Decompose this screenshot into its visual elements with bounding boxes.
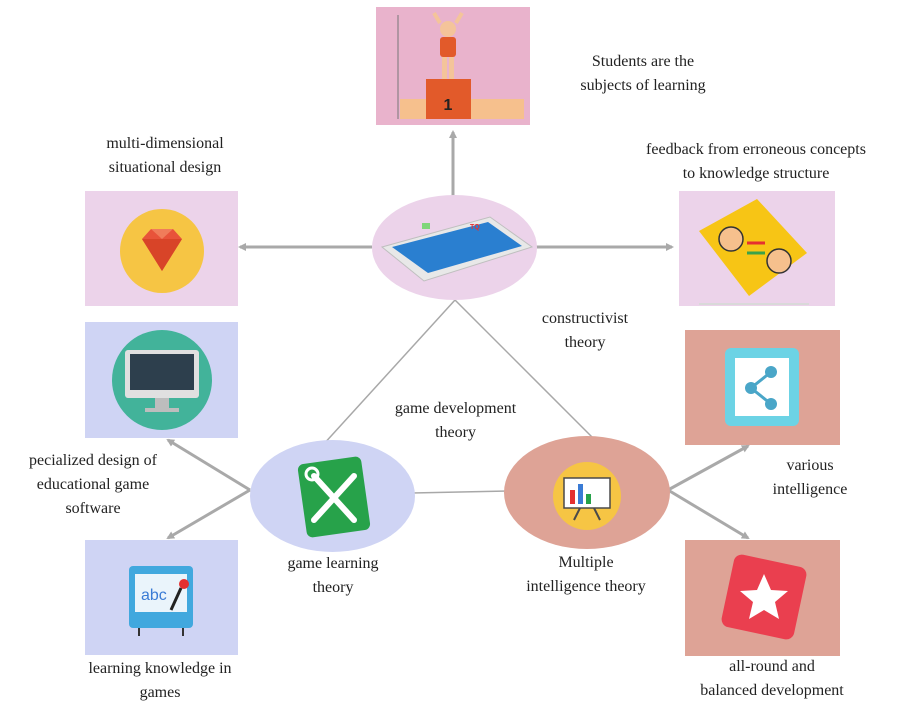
arrow-to-right-mid bbox=[667, 444, 750, 492]
edge-label-game-development: game development theory bbox=[394, 400, 517, 441]
edge-game-development bbox=[321, 299, 456, 447]
node-right-mid bbox=[685, 330, 840, 445]
arrow-to-left-bottom bbox=[166, 488, 251, 540]
exchange-icon bbox=[699, 199, 809, 305]
label-right-top: feedback from erroneous concepts to know… bbox=[646, 141, 866, 182]
node-right-bottom bbox=[685, 540, 840, 656]
edge-constructivist bbox=[454, 299, 593, 438]
tools-icon bbox=[297, 456, 371, 538]
arrow-to-left-mid bbox=[166, 438, 251, 492]
star-icon bbox=[721, 554, 807, 640]
label-game-learning: game learning theory bbox=[287, 555, 379, 596]
node-left-mid bbox=[85, 322, 238, 438]
label-top: Students are the subjects of learning bbox=[580, 53, 706, 94]
label-left-bottom: learning knowledge in games bbox=[88, 660, 232, 701]
node-game-learning bbox=[250, 440, 415, 552]
monitor-icon bbox=[112, 330, 212, 430]
node-left-top bbox=[85, 191, 238, 306]
label-multiple-intelligence: Multiple intelligence theory bbox=[526, 554, 646, 595]
podium-icon: 1 bbox=[397, 11, 524, 119]
abc-board-icon: abc bbox=[129, 566, 193, 636]
label-left-mid: pecialized design of educational game so… bbox=[29, 452, 157, 517]
label-left-top: multi-dimensional situational design bbox=[106, 135, 224, 176]
label-right-mid: various intelligence bbox=[772, 457, 848, 498]
edge-label-constructivist: constructivist theory bbox=[541, 310, 629, 351]
presentation-icon bbox=[553, 462, 621, 530]
edge-base bbox=[411, 490, 509, 494]
svg-text:1: 1 bbox=[444, 97, 453, 114]
tablet-icon: TQ bbox=[380, 216, 534, 282]
svg-text:abc: abc bbox=[141, 587, 167, 604]
share-icon bbox=[725, 348, 799, 426]
gem-icon bbox=[120, 209, 204, 293]
node-center: TQ bbox=[372, 195, 537, 300]
svg-text:TQ: TQ bbox=[470, 224, 480, 231]
node-top: 1 bbox=[376, 7, 530, 125]
label-right-bottom: all-round and balanced development bbox=[700, 658, 844, 699]
node-left-bottom: abc bbox=[85, 540, 238, 655]
arrow-to-right-bottom bbox=[667, 488, 750, 540]
node-right-top bbox=[679, 191, 835, 306]
node-multiple-intelligence bbox=[504, 436, 670, 549]
